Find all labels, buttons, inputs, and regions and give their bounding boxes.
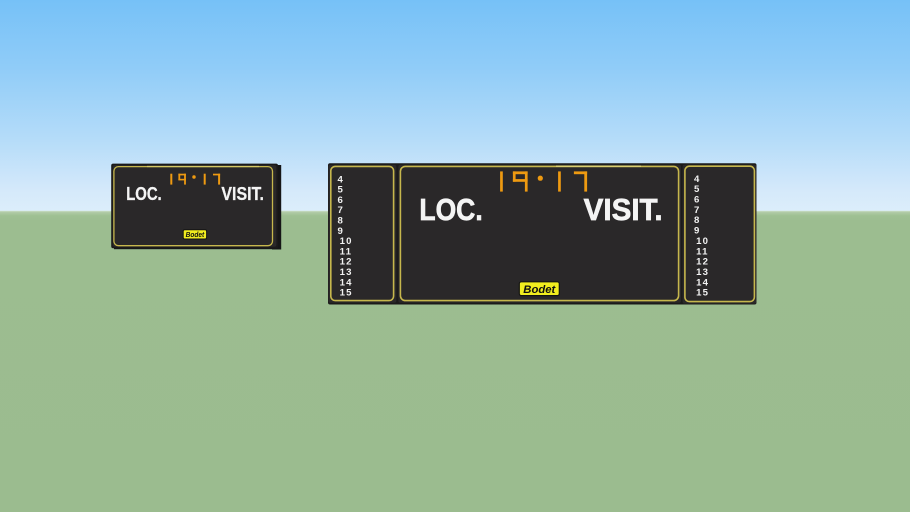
svg-text:12: 12 <box>340 257 353 268</box>
svg-text:8: 8 <box>694 215 700 226</box>
svg-text:VISIT.: VISIT. <box>584 193 663 227</box>
svg-text:12: 12 <box>696 257 709 268</box>
svg-text:11: 11 <box>340 246 353 257</box>
svg-text:6: 6 <box>338 195 344 206</box>
svg-text:5: 5 <box>338 185 344 196</box>
svg-text:4: 4 <box>338 174 344 185</box>
svg-text:VISIT.: VISIT. <box>221 184 264 204</box>
svg-text:Bodet: Bodet <box>186 230 205 239</box>
svg-text:LOC.: LOC. <box>419 193 482 227</box>
svg-text:8: 8 <box>338 216 344 227</box>
svg-text:LOC.: LOC. <box>126 184 162 204</box>
svg-text:5: 5 <box>694 184 700 195</box>
svg-text:11: 11 <box>696 246 709 257</box>
svg-text:9: 9 <box>338 226 344 237</box>
svg-text:14: 14 <box>340 277 353 288</box>
svg-text:9: 9 <box>694 226 700 237</box>
svg-text:15: 15 <box>696 288 709 299</box>
svg-text:14: 14 <box>696 277 709 288</box>
svg-text:15: 15 <box>340 288 353 299</box>
svg-text:7: 7 <box>694 205 700 216</box>
svg-text:4: 4 <box>694 174 700 185</box>
svg-text:10: 10 <box>696 236 709 247</box>
svg-text:6: 6 <box>694 195 700 206</box>
svg-text:Bodet: Bodet <box>523 284 555 296</box>
svg-text:10: 10 <box>340 236 353 247</box>
svg-text:7: 7 <box>338 205 344 216</box>
svg-text:13: 13 <box>340 267 353 278</box>
svg-text:13: 13 <box>696 267 709 278</box>
